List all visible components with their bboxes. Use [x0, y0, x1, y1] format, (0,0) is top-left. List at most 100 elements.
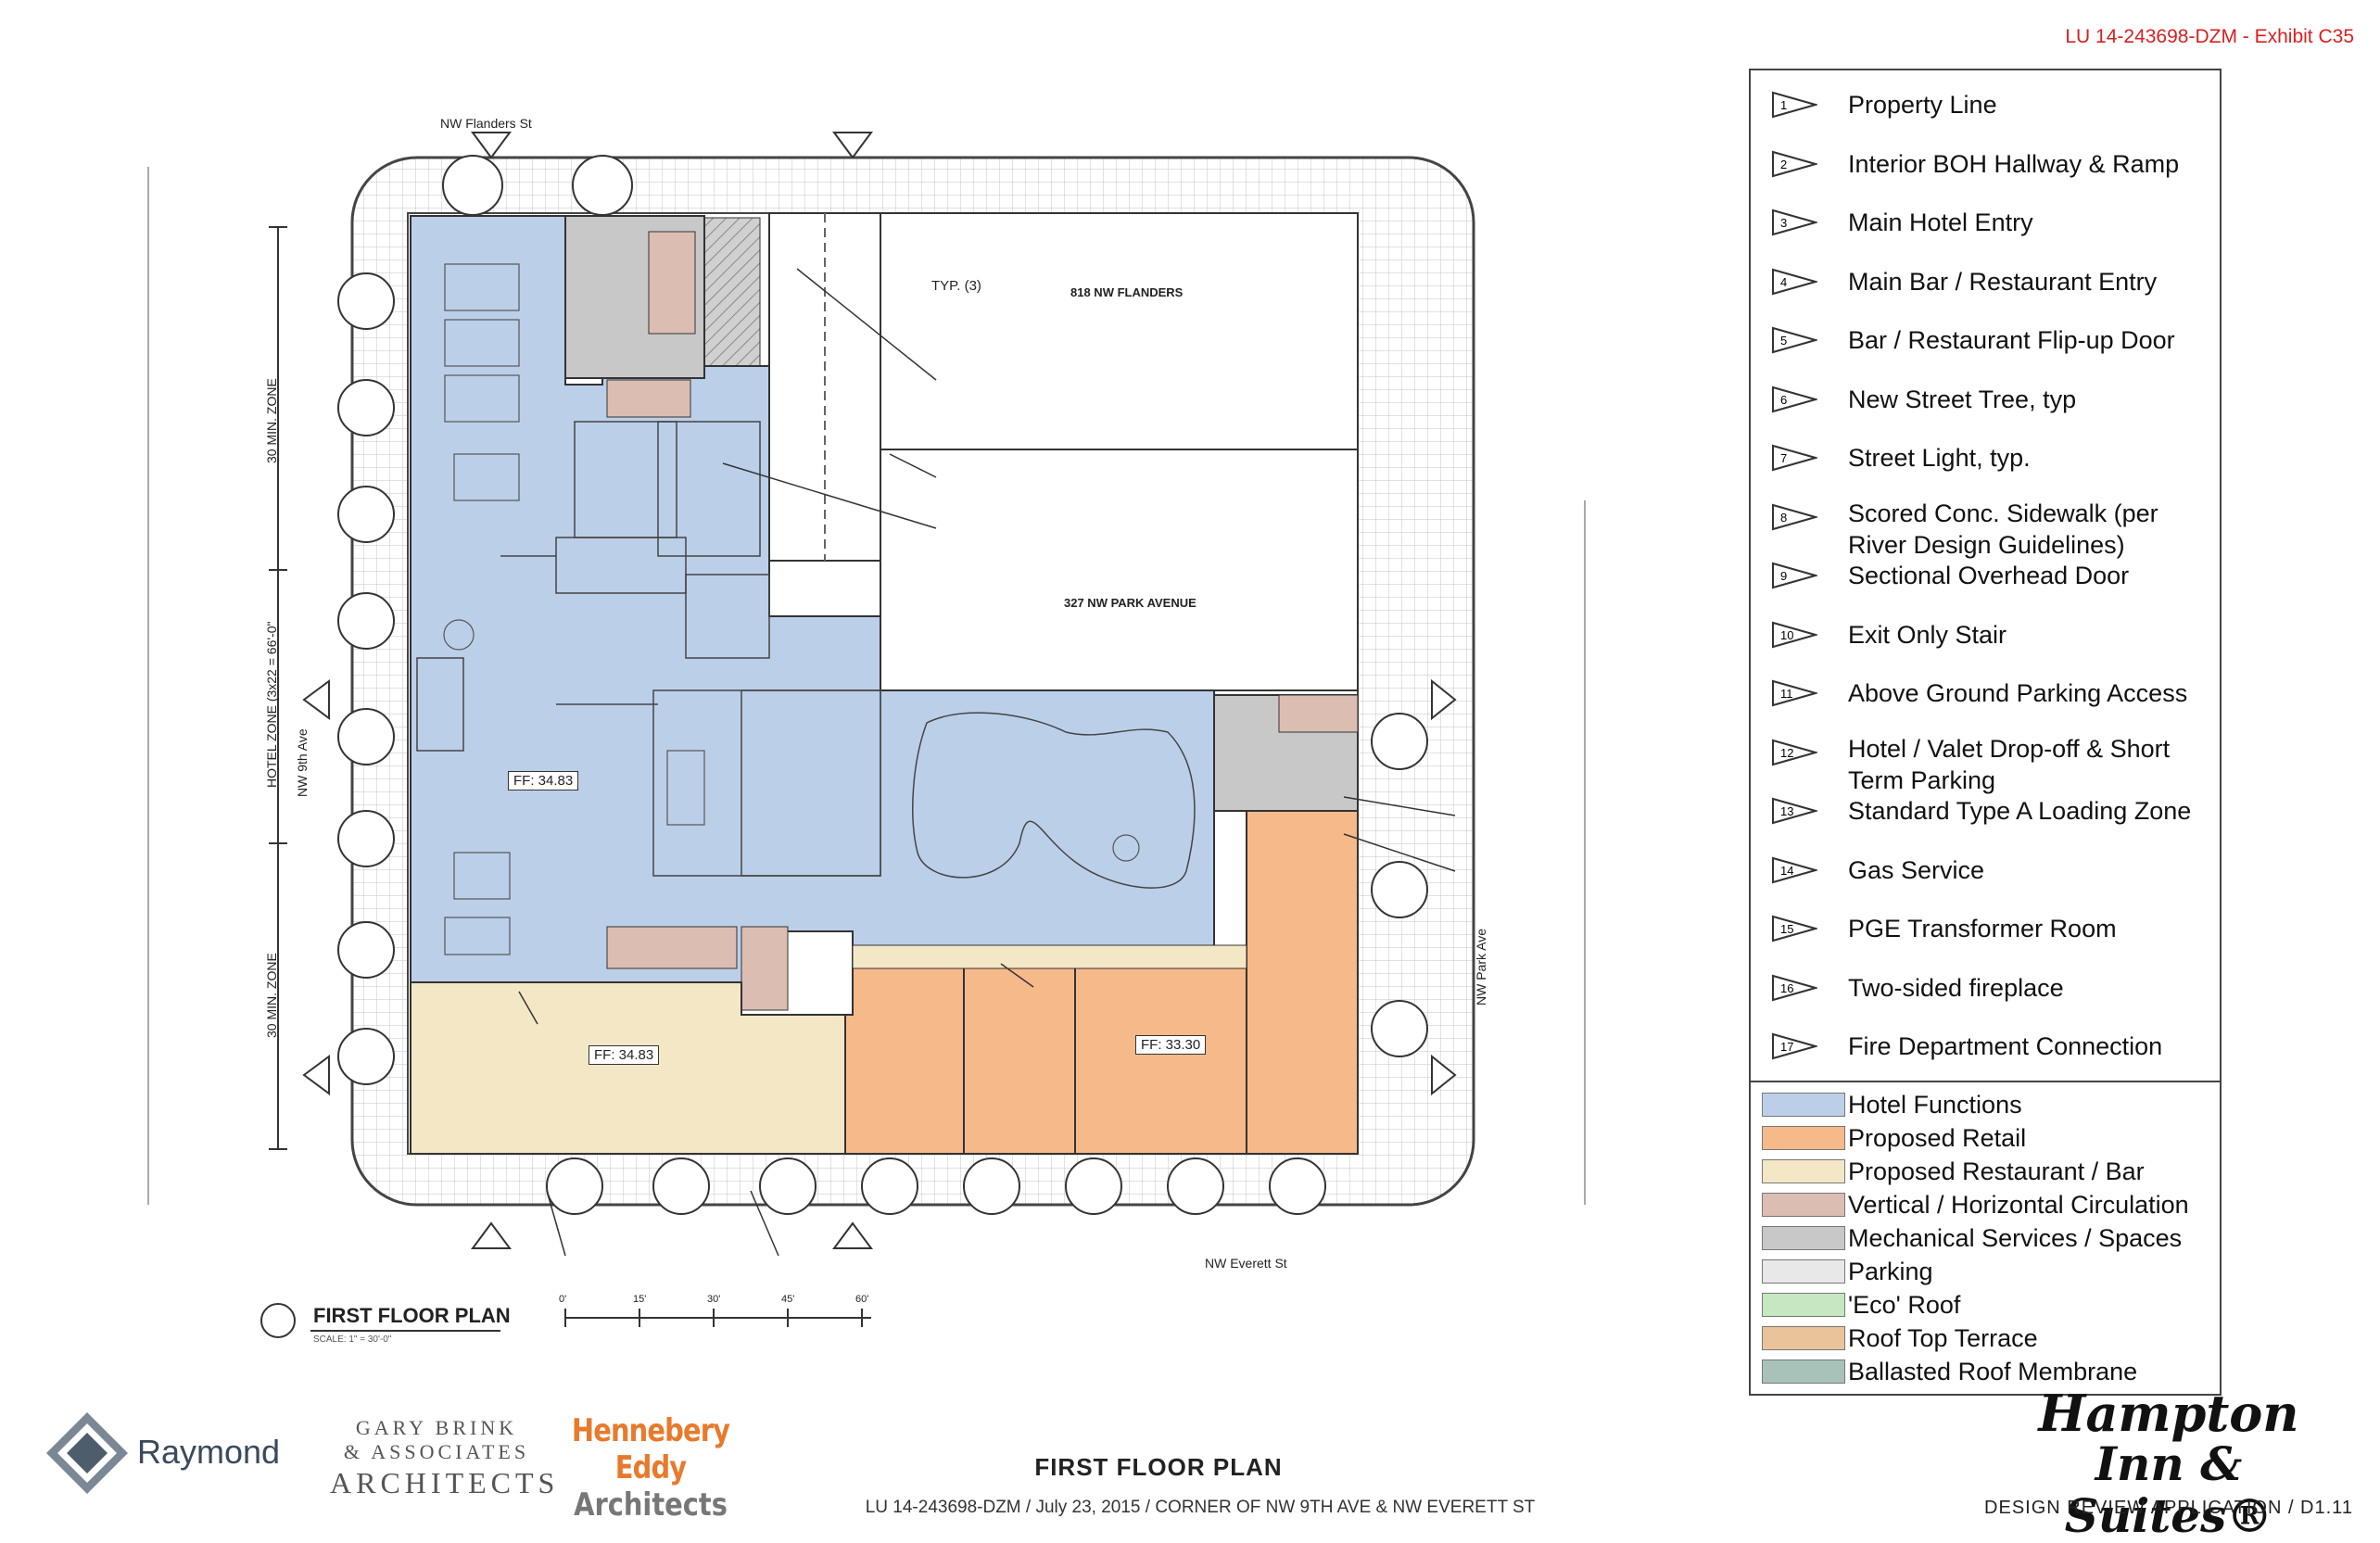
legend-item: 17 Fire Department Connection [1751, 1019, 2220, 1075]
callout-number: 9 [1780, 569, 1787, 583]
color-swatch [1762, 1092, 1845, 1117]
elevator-bank [606, 926, 738, 969]
callout-flag-icon: 17 [1772, 1032, 1817, 1060]
color-swatch [1762, 1292, 1845, 1317]
color-legend-item: Roof Top Terrace [1751, 1322, 2220, 1355]
callout-flag-icon: 8 [1772, 503, 1817, 530]
legend-item: 13 Standard Type A Loading Zone [1751, 784, 2220, 840]
color-legend-item: Proposed Retail [1751, 1121, 2220, 1155]
legend-item-label: Gas Service [1848, 855, 1985, 884]
gary-brink-logo: GARY BRINK & ASSOCIATES ARCHITECTS [330, 1416, 560, 1500]
legend-divider [1751, 1080, 2220, 1082]
callout-flag-icon: 5 [1772, 326, 1817, 354]
legend-item-label: Exit Only Stair [1848, 620, 2007, 649]
scale-tick-15: 15' [633, 1294, 647, 1305]
zone-label-hotel: HOTEL ZONE (3x22 = 66'-0" [264, 621, 279, 788]
ff-label-hotel: FF: 34.83 [508, 771, 579, 790]
scale-tick-30: 30' [707, 1294, 721, 1305]
legend-item: 7 Street Light, typ. [1751, 431, 2220, 487]
legend-item-label: New Street Tree, typ [1848, 385, 2077, 413]
hatched-shaft [703, 217, 761, 367]
callout-number: 16 [1780, 981, 1793, 995]
henn-line-2: Architects [574, 1486, 728, 1524]
color-swatch [1762, 1225, 1845, 1250]
street-label-flanders: NW Flanders St [440, 116, 532, 131]
ff-label-retail: FF: 33.30 [1135, 1035, 1207, 1055]
color-swatch [1762, 1192, 1845, 1217]
color-swatch [1762, 1325, 1845, 1350]
hampton-line-2: Inn & Suites® [2064, 1436, 2273, 1543]
color-legend-item: Proposed Restaurant / Bar [1751, 1155, 2220, 1188]
legend-item: 6 New Street Tree, typ [1751, 373, 2220, 428]
legend-item: 5 Bar / Restaurant Flip-up Door [1751, 313, 2220, 369]
color-swatch [1762, 1258, 1845, 1284]
color-legend-label: Hotel Functions [1848, 1090, 2022, 1119]
callout-number: 7 [1780, 451, 1787, 465]
henn-line-1: Hennebery Eddy [571, 1412, 730, 1486]
color-legend-label: Proposed Retail [1848, 1123, 2027, 1152]
legend-item: 15 PGE Transformer Room [1751, 902, 2220, 957]
legend-item-label: PGE Transformer Room [1848, 915, 2117, 942]
building-818-nw-flanders [880, 212, 1359, 450]
callout-flag-icon: 10 [1772, 621, 1817, 648]
color-legend-item: Mechanical Services / Spaces [1751, 1221, 2220, 1255]
color-legend-item: Hotel Functions [1751, 1088, 2220, 1121]
zone-label-top: 30 MIN. ZONE [264, 378, 279, 463]
gary-line-3: ARCHITECTS [330, 1466, 560, 1499]
building-label-park: 327 NW PARK AVENUE [1064, 596, 1196, 610]
callout-flag-icon: 2 [1772, 150, 1817, 177]
legend-item-label: Street Light, typ. [1848, 444, 2031, 472]
proposed-restaurant-area [410, 981, 846, 1155]
circulation-stair [606, 379, 691, 418]
callout-number: 8 [1780, 511, 1787, 525]
gary-line-2: & ASSOCIATES [343, 1440, 530, 1463]
color-legend-item: 'Eco' Roof [1751, 1288, 2220, 1322]
color-legend-label: Parking [1848, 1257, 1933, 1285]
legend-item-label: Fire Department Connection [1848, 1032, 2163, 1060]
sheet-subtitle: LU 14-243698-DZM / July 23, 2015 / CORNE… [865, 1498, 1536, 1517]
circulation-top [648, 231, 696, 335]
zone-label-bottom: 30 MIN. ZONE [264, 953, 279, 1038]
floor-plan-drawing [147, 132, 1586, 1338]
callout-flag-icon: 1 [1772, 91, 1817, 119]
raymond-logo-text: Raymond [137, 1433, 281, 1471]
legend-item: 14 Gas Service [1751, 843, 2220, 899]
color-legend-item: Ballasted Roof Membrane [1751, 1355, 2220, 1388]
ff-label-restaurant: FF: 34.83 [589, 1045, 660, 1065]
legend-item: 9 Sectional Overhead Door [1751, 549, 2220, 604]
callout-number: 15 [1780, 922, 1793, 936]
circulation-right [1278, 694, 1359, 733]
hampton-line-1: Hampton [2038, 1384, 2299, 1443]
callout-flag-icon: 6 [1772, 386, 1817, 412]
legend-item-label: Standard Type A Loading Zone [1848, 797, 2192, 825]
gary-line-1: GARY BRINK [355, 1416, 518, 1439]
legend-item-label: Main Bar / Restaurant Entry [1848, 267, 2158, 296]
callout-number: 1 [1780, 98, 1787, 112]
callout-number: 3 [1780, 216, 1787, 230]
street-label-9th: NW 9th Ave [295, 728, 310, 797]
callout-number: 6 [1780, 393, 1787, 407]
callout-flag-icon: 16 [1772, 974, 1817, 1001]
callout-number: 2 [1780, 158, 1787, 171]
callout-flag-icon: 15 [1772, 915, 1817, 942]
stair-core [741, 926, 789, 1011]
street-label-everett: NW Everett St [1205, 1256, 1287, 1271]
color-swatch [1762, 1359, 1845, 1384]
callout-flag-icon: 13 [1772, 797, 1817, 825]
color-legend-label: Proposed Restaurant / Bar [1848, 1157, 2145, 1185]
legend-item-label: Sectional Overhead Door [1848, 562, 2130, 589]
legend-item-label: Bar / Restaurant Flip-up Door [1848, 326, 2175, 354]
callout-number: 14 [1780, 864, 1793, 878]
legend-item-label: Main Hotel Entry [1848, 209, 2033, 236]
callout-flag-icon: 14 [1772, 856, 1817, 883]
hennebery-eddy-logo: Hennebery Eddy Architects [549, 1412, 753, 1524]
building-label-flanders: 818 NW FLANDERS [1070, 285, 1184, 299]
exhibit-label: LU 14-243698-DZM - Exhibit C35 [2065, 26, 2354, 47]
legend-item-label: Hotel / Valet Drop-off & Short Term Park… [1848, 734, 2171, 794]
callout-flag-icon: 9 [1772, 562, 1817, 589]
